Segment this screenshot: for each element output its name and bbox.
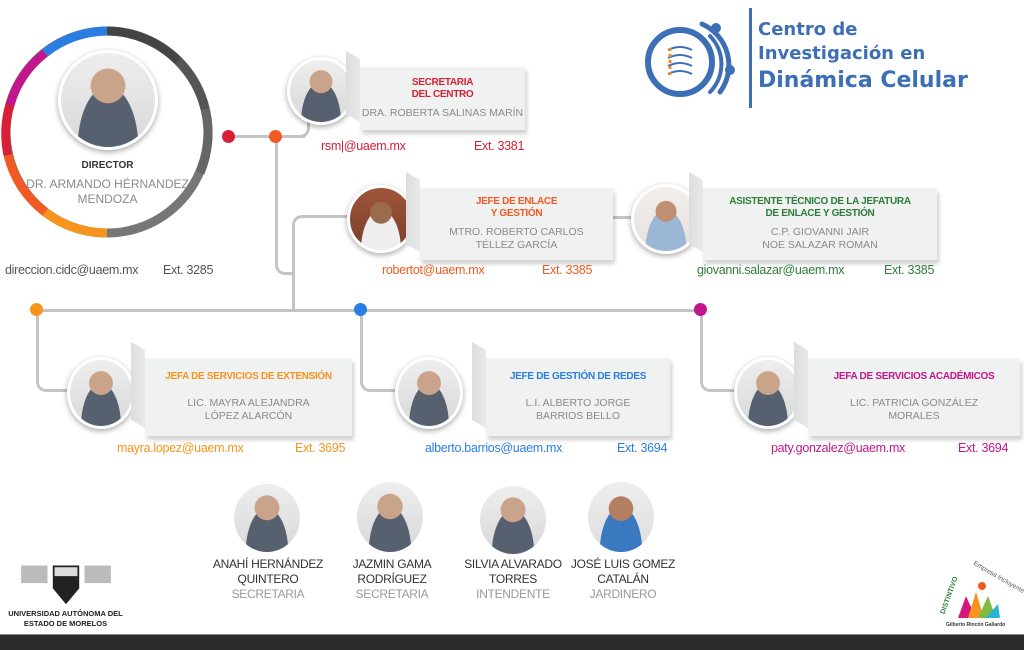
header-divider	[749, 8, 752, 108]
staff-name-2: RODRÍGUEZ	[357, 572, 427, 586]
staff-name: ANAHÍ HERNÁNDEZ	[212, 557, 324, 571]
uaem-logo: UNIVERSIDAD AUTÓNOMA DEL ESTADO DE MOREL…	[8, 562, 123, 629]
enlace-role-2: Y GESTIÓN	[490, 208, 543, 219]
extension-ext: Ext. 3695	[295, 441, 346, 455]
secretaria-role-2: DEL CENTRO	[411, 89, 474, 100]
node-dot-yellow	[30, 303, 43, 316]
connector-line	[292, 215, 350, 275]
node-dot-blue	[354, 303, 367, 316]
staff-name-2: QUINTERO	[237, 572, 299, 586]
title-line1: Centro de	[758, 19, 858, 40]
staff-name-2: CATALÁN	[597, 572, 649, 586]
connector-line	[612, 216, 634, 219]
staff-name: SILVIA ALVARADO	[464, 557, 562, 571]
redes-card: JEFE DE GESTIÓN DE REDES L.I. ALBERTO JO…	[486, 358, 670, 436]
secretaria-photo	[287, 57, 355, 125]
connector-line	[275, 140, 295, 275]
asistente-name-2: NOE SALAZAR ROMAN	[762, 239, 878, 251]
secretaria-role: SECRETARIA	[411, 77, 474, 88]
staff-photo	[234, 484, 300, 552]
director-photo	[58, 50, 158, 150]
director-role: DIRECTOR	[81, 160, 134, 171]
staff-role: SECRETARIA	[231, 587, 305, 601]
staff-photo	[588, 482, 654, 552]
asistente-role: ASISTENTE TÉCNICO DE LA JEFATURA	[729, 196, 911, 207]
enlace-ext: Ext. 3385	[542, 263, 593, 277]
director-ring	[1, 26, 213, 238]
connector-line	[360, 315, 398, 392]
redes-name: L.I. ALBERTO JORGE	[525, 397, 631, 409]
director-ext: Ext. 3285	[163, 263, 214, 277]
staff-name: JOSÉ LUIS GOMEZ	[570, 557, 676, 571]
redes-name-2: BARRIOS BELLO	[535, 410, 621, 422]
distintivo-icon	[958, 582, 1000, 618]
enlace-email[interactable]: robertot@uaem.mx	[382, 263, 485, 277]
redes-ext: Ext. 3694	[617, 441, 668, 455]
staff-role: JARDINERO	[589, 587, 657, 601]
enlace-role: JEFE DE ENLACE	[475, 196, 558, 207]
academicos-ext: Ext. 3694	[958, 441, 1009, 455]
director-info: DIRECTOR DR. ARMANDO HÉRNANDEZ MENDOZA	[20, 160, 195, 207]
staff-name-2: TORRES	[489, 572, 537, 586]
redes-role: JEFE DE GESTIÓN DE REDES	[509, 371, 647, 382]
title-line2: Investigación en	[758, 43, 926, 64]
connector-line	[292, 275, 295, 310]
secretaria-name: DRA. ROBERTA SALINAS MARÍN	[361, 107, 524, 119]
extension-photo	[67, 357, 135, 429]
distintivo-logo: DISTINTIVO Empresa Incluyente Gilberto R…	[938, 560, 1024, 632]
staff-name: JAZMIN GAMA	[352, 557, 432, 571]
staff-role: SECRETARIA	[355, 587, 429, 601]
staff-photo	[357, 482, 423, 552]
redes-email[interactable]: alberto.barrios@uaem.mx	[425, 441, 563, 455]
staff-photo	[480, 486, 546, 554]
asistente-name: C.P. GIOVANNI JAIR	[770, 226, 870, 238]
asistente-role-2: DE ENLACE Y GESTIÓN	[765, 208, 875, 219]
uaem-shield-icon	[20, 565, 111, 605]
cidc-logo	[640, 12, 740, 107]
node-dot-magenta	[694, 303, 707, 316]
uaem-line1: UNIVERSIDAD AUTÓNOMA DEL	[8, 609, 123, 618]
gilberto-text: Gilberto Rincón Gallardo	[946, 622, 1006, 628]
extension-email[interactable]: mayra.lopez@uaem.mx	[117, 441, 244, 455]
academicos-card: JEFA DE SERVICIOS ACADÉMICOS LIC. PATRIC…	[808, 358, 1020, 436]
node-dot-orange	[269, 130, 282, 143]
staff-role: INTENDENTE	[476, 587, 550, 601]
extension-name: LIC. MAYRA ALEJANDRA	[187, 397, 310, 409]
extension-role: JEFA DE SERVICIOS DE EXTENSIÓN	[165, 371, 332, 382]
node-dot-red	[222, 130, 235, 143]
academicos-email[interactable]: paty.gonzalez@uaem.mx	[771, 441, 906, 455]
director-email[interactable]: direccion.cidc@uaem.mx	[5, 263, 139, 277]
secretaria-email[interactable]: rsm|@uaem.mx	[321, 139, 406, 153]
director-name-2: MENDOZA	[77, 192, 138, 206]
secretaria-ext: Ext. 3381	[474, 139, 525, 153]
academicos-photo	[734, 357, 802, 429]
academicos-name-2: MORALES	[888, 410, 940, 422]
footer-bar	[0, 634, 1024, 650]
enlace-name-2: TÉLLEZ GARCÍA	[475, 239, 558, 251]
extension-name-2: LÓPEZ ALARCÓN	[204, 410, 293, 422]
cell-icon	[645, 21, 735, 97]
title-line3: Dinámica Celular	[758, 68, 968, 93]
director-name: DR. ARMANDO HÉRNANDEZ	[26, 177, 189, 191]
redes-photo	[395, 357, 463, 429]
asistente-email[interactable]: giovanni.salazar@uaem.mx	[697, 263, 845, 277]
enlace-name: MTRO. ROBERTO CARLOS	[449, 226, 584, 238]
academicos-name: LIC. PATRICIA GONZÁLEZ	[850, 397, 978, 409]
uaem-line2: ESTADO DE MORELOS	[23, 619, 108, 628]
connector-line	[36, 315, 70, 392]
enlace-photo	[347, 185, 415, 253]
academicos-role: JEFA DE SERVICIOS ACADÉMICOS	[833, 371, 995, 382]
connector-line	[40, 309, 702, 312]
connector-line	[700, 315, 736, 392]
extension-card: JEFA DE SERVICIOS DE EXTENSIÓN LIC. MAYR…	[145, 358, 352, 436]
asistente-ext: Ext. 3385	[884, 263, 935, 277]
header-title: Centro de Investigación en Dinámica Celu…	[758, 18, 968, 96]
